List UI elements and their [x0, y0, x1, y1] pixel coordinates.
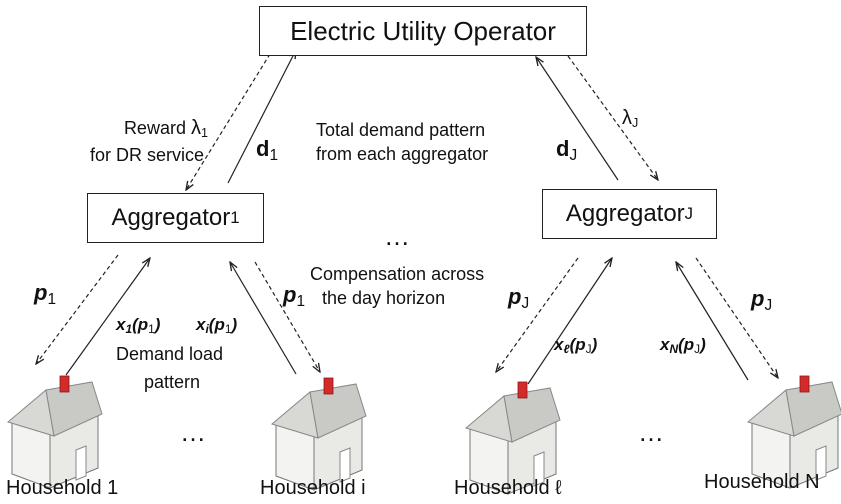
- operator-box: Electric Utility Operator: [259, 6, 587, 56]
- x-arg: p: [214, 315, 225, 334]
- x-arg-sub: 1: [224, 321, 232, 336]
- arrow-dj-to-operator: [536, 57, 619, 181]
- dj-label: dJ: [556, 136, 577, 164]
- p-sub: J: [521, 294, 530, 312]
- lambda-j-label: λJ: [622, 107, 639, 131]
- demand-load-line1: Demand load: [116, 344, 224, 364]
- p-symbol: p: [283, 282, 297, 307]
- arrow-d1-to-operator: [227, 50, 296, 184]
- x-arg-sub: J: [694, 341, 701, 356]
- arrow-xi-to-agg1: [230, 262, 297, 375]
- total-demand-line2: from each aggregator: [316, 144, 489, 164]
- operator-label: Electric Utility Operator: [290, 15, 556, 46]
- reward-sub: 1: [200, 126, 208, 141]
- house-icon: [746, 375, 841, 489]
- lambda-j-symbol: λ: [622, 107, 632, 129]
- household-l-label: Household ℓ: [454, 477, 562, 499]
- arrow-xn-to-aggj: [676, 262, 749, 381]
- p-sub: 1: [296, 292, 306, 310]
- household-i-label: Household i: [260, 477, 366, 499]
- x-arg-sub: J: [585, 341, 592, 356]
- reward-line2: for DR service: [89, 145, 204, 165]
- x-sub: N: [669, 341, 679, 356]
- x-sub: i: [205, 321, 209, 336]
- house-icon: [270, 377, 367, 491]
- x-symbol: x: [116, 315, 126, 334]
- dj-sub: J: [569, 146, 578, 164]
- arrow-pj-to-household-n: [695, 257, 778, 378]
- compensation-line2: the day horizon: [322, 288, 446, 308]
- reward-label: Reward λ1: [78, 117, 208, 141]
- d1-symbol: d: [256, 136, 270, 161]
- x-arg-sub: 1: [148, 321, 155, 336]
- arrow-p1-to-household-1: [36, 254, 119, 364]
- pj-label-left: pJ: [508, 284, 529, 312]
- ellipsis-aggregators: …: [384, 221, 410, 251]
- p-sub: 1: [47, 290, 57, 308]
- total-demand-line1: Total demand pattern: [316, 120, 486, 140]
- arrow-reward-to-agg1: [186, 53, 271, 190]
- pj-label-right: pJ: [751, 286, 772, 314]
- xi-label: xi(p1): [196, 315, 238, 336]
- dj-symbol: d: [556, 136, 570, 161]
- x-sub: ℓ: [563, 341, 570, 356]
- d1-sub: 1: [269, 146, 279, 164]
- p-symbol: p: [508, 284, 522, 309]
- ellipsis-households-left: …: [180, 417, 206, 447]
- p-symbol: p: [34, 280, 48, 305]
- p1-label-left: p1: [34, 280, 56, 308]
- ellipsis-households-right: …: [638, 417, 664, 447]
- house-icon: [464, 381, 561, 495]
- household-n-label: Household N: [704, 471, 820, 493]
- arrow-pj-to-household-l: [496, 257, 579, 372]
- house-icon: [6, 375, 103, 489]
- x-symbol: x: [554, 335, 564, 354]
- x-arg: p: [137, 315, 149, 334]
- household-1-label: Household 1: [6, 477, 119, 499]
- compensation-line1: Compensation across: [310, 264, 485, 284]
- reward-symbol: λ: [190, 117, 201, 139]
- arrow-x1-to-agg1: [65, 258, 150, 376]
- p-sub: J: [764, 296, 773, 314]
- arrow-xl-to-aggj: [527, 258, 612, 385]
- aggregator-j-label: Aggregator: [565, 200, 685, 227]
- arrow-lambdaj-to-aggj: [567, 55, 658, 180]
- x-arg: p: [575, 335, 586, 354]
- aggregator-1-label: Aggregator: [111, 204, 231, 231]
- arrow-p1-to-household-i: [254, 261, 320, 372]
- demand-load-line2: pattern: [144, 372, 201, 392]
- reward-line1: Reward: [123, 118, 186, 138]
- x-symbol: x: [196, 315, 206, 334]
- xn-label: xN(pJ): [660, 335, 706, 356]
- xl-label: xℓ(pJ): [554, 335, 598, 356]
- lambda-j-sub: J: [632, 116, 639, 131]
- x-arg: p: [683, 335, 695, 354]
- p-symbol: p: [751, 286, 765, 311]
- x1-label: x1(p1): [116, 315, 161, 336]
- p1-label-right: p1: [283, 282, 305, 310]
- x-symbol: x: [660, 335, 670, 354]
- x-sub: 1: [125, 321, 133, 336]
- d1-label: d1: [256, 136, 278, 164]
